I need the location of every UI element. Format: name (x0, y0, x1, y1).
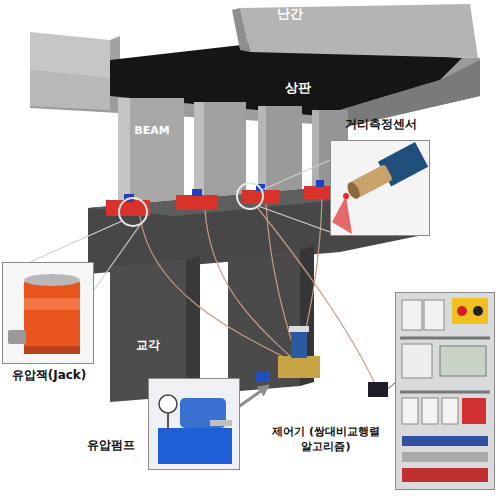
node-label: 유압잭(Jack) (1, 367, 97, 383)
leader-line (30, 221, 122, 262)
laser-beam (332, 196, 352, 234)
hydraulic-hose (205, 210, 292, 358)
terminal-block (462, 398, 486, 424)
leader-line (258, 206, 330, 232)
callout-circle (119, 198, 147, 226)
pump-base (278, 356, 320, 378)
din-rail (400, 337, 490, 340)
part-label: 난간 (262, 6, 318, 22)
start-button (473, 306, 483, 316)
inset-background (2, 262, 94, 364)
power-supply (402, 344, 432, 378)
jack-inset: 유압잭(Jack) (2, 262, 94, 364)
beam (118, 98, 184, 206)
callout-circle (237, 183, 263, 209)
inset-background (330, 140, 430, 236)
pump-cylinder (291, 330, 307, 358)
relay (402, 398, 418, 424)
terminal-strip (402, 436, 488, 446)
jack-band (24, 298, 80, 310)
hydraulic-hose (140, 216, 290, 360)
beam (194, 102, 246, 198)
control-box (368, 382, 388, 397)
part-label: BEAM (124, 124, 180, 137)
din-rail (400, 391, 490, 394)
right-railing-side (232, 8, 250, 52)
stop-button (457, 306, 467, 316)
plc-unit (440, 346, 486, 376)
controller-panel: 제어기 (쌍대비교행렬 알고리즘) (395, 292, 495, 490)
laser-dot (343, 193, 349, 199)
panel-background (395, 292, 495, 490)
jack-base (24, 346, 80, 354)
pressure-gauge (159, 395, 177, 413)
wire-duct (402, 452, 488, 462)
jack-block (176, 195, 218, 210)
terminal-strip (402, 468, 488, 482)
relay (422, 398, 438, 424)
pump-tank (158, 428, 232, 464)
beam-face (118, 98, 130, 206)
bearing-pad (192, 189, 202, 196)
beam-face (312, 110, 319, 190)
bearing-pad (316, 180, 324, 187)
sensor-inset: 거리측정센서 (330, 140, 430, 236)
beam-face (194, 102, 204, 198)
leader-line (94, 225, 140, 290)
pump-inset: 유압펌프 (148, 378, 240, 470)
valve-box (256, 372, 270, 382)
node-label: 거리측정센서 (319, 116, 443, 132)
jack-ram (24, 274, 80, 286)
beam (258, 106, 302, 194)
part-label: 교각 (120, 338, 176, 352)
node-label: 제어기 (쌍대비교행렬 알고리즘) (258, 425, 394, 455)
breaker (424, 300, 444, 330)
jack-cylinder (24, 280, 80, 352)
breaker (402, 300, 422, 330)
pier-column-side (186, 256, 200, 396)
sensor-body (343, 142, 429, 205)
beam-face (258, 106, 266, 194)
node-label: 유압펌프 (77, 437, 145, 453)
part-label: 상판 (270, 80, 326, 96)
leader-line (262, 160, 330, 190)
pump-cap (289, 326, 309, 332)
jack-coupler (8, 330, 26, 344)
inset-background (148, 378, 240, 470)
gauge-pipe (167, 413, 169, 430)
pump-handle (210, 420, 232, 426)
button-plate (452, 298, 488, 324)
right-railing (240, 4, 478, 58)
relay (442, 398, 458, 424)
left-railing (30, 32, 110, 78)
